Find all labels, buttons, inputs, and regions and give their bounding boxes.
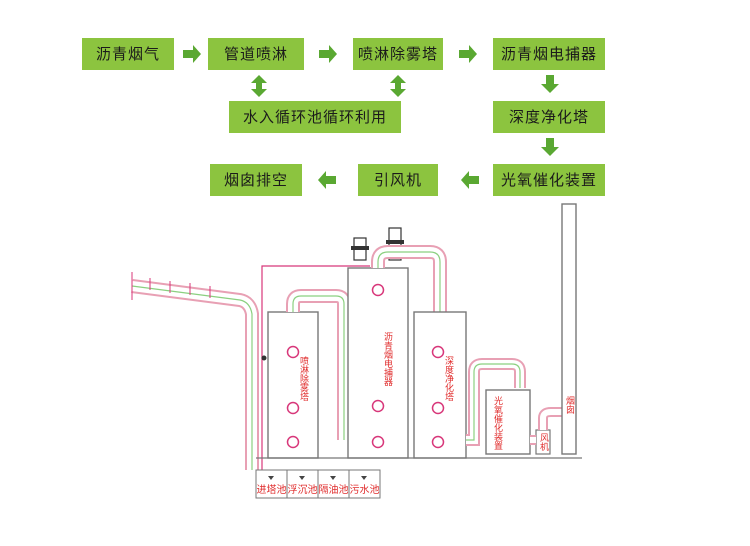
- label-electrostatic: 沥青烟电捕器: [382, 332, 392, 386]
- pools: [255, 469, 381, 499]
- arrow-down-1: [541, 75, 559, 93]
- arrow-left-2: [318, 171, 336, 189]
- duct-3: [466, 358, 526, 446]
- pool-label-4: 污水池: [349, 485, 380, 496]
- label-spray-tower: 喷淋除雾塔: [298, 356, 308, 401]
- duct-2: [371, 245, 447, 312]
- valve-icon: [261, 355, 267, 361]
- box-electrostatic: 沥青烟电捕器: [493, 38, 605, 70]
- pool-label-1: 进塔池: [256, 485, 287, 496]
- inlet-duct: [131, 272, 259, 470]
- box-chimney: 烟囱排空: [210, 164, 302, 196]
- deep-clean-shape: [413, 311, 467, 459]
- spray-tower-shape: [267, 311, 319, 459]
- water-feed-line: [261, 265, 370, 470]
- pool-label-3: 隔油池: [318, 485, 349, 496]
- label-fan: 风机: [538, 433, 548, 451]
- chimney-shape: [561, 203, 577, 455]
- arrow-right-1: [183, 45, 201, 63]
- pool-label-2: 浮沉池: [287, 485, 318, 496]
- duct-4: [530, 407, 562, 445]
- arrow-left-1: [461, 171, 479, 189]
- box-asphalt-fume: 沥青烟气: [82, 38, 174, 70]
- arrow-updown-1: [251, 75, 267, 97]
- label-chimney: 烟囱: [564, 396, 574, 414]
- arrow-updown-2: [390, 75, 406, 97]
- uv-oxidation-shape: [485, 389, 531, 455]
- arrow-down-2: [541, 138, 559, 156]
- arrow-right-2: [319, 45, 337, 63]
- arrow-right-3: [459, 45, 477, 63]
- box-fan: 引风机: [358, 164, 438, 196]
- label-uv-oxidation: 光氧催化装置: [492, 396, 502, 450]
- box-pipe-spray: 管道喷淋: [208, 38, 304, 70]
- box-spray-tower: 喷淋除雾塔: [353, 38, 443, 70]
- label-deep-clean: 深度净化塔: [443, 356, 453, 401]
- box-uv-oxidation: 光氧催化装置: [493, 164, 605, 196]
- box-deep-clean: 深度净化塔: [493, 101, 605, 133]
- box-water-cycle: 水入循环池循环利用: [229, 101, 401, 133]
- duct-1: [286, 289, 351, 440]
